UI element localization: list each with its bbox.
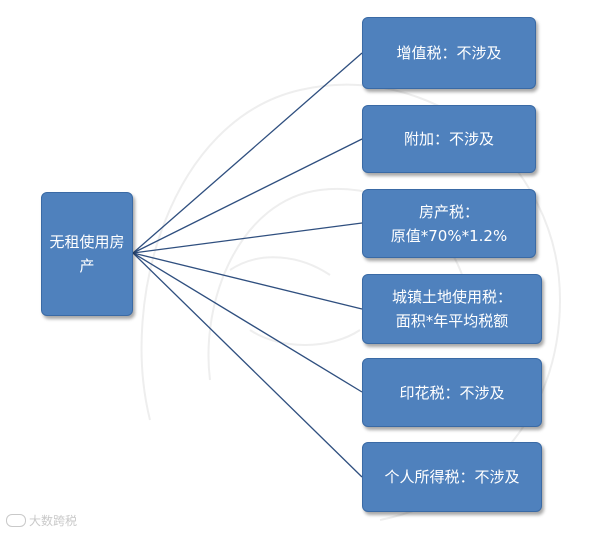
root-node-line-1: 无租使用房 xyxy=(49,233,125,251)
branch-node-stamp-duty-label: 印花税：不涉及 xyxy=(399,383,505,402)
root-node: 无租使用房 产 xyxy=(41,192,133,316)
connector-line-4 xyxy=(132,252,363,310)
branch-node-income-tax-label: 个人所得税：不涉及 xyxy=(384,468,520,486)
connector-line-6 xyxy=(132,252,363,478)
connector-line-3 xyxy=(132,222,363,254)
branch-node-land-use-tax-formula: 面积*年平均税额 xyxy=(395,312,509,330)
watermark-text: 大数跨税 xyxy=(29,514,78,528)
branch-node-land-use-tax: 城镇土地使用税： 面积*年平均税额 xyxy=(362,274,542,344)
branch-node-property-tax-title: 房产税： xyxy=(418,202,479,221)
root-node-line-2: 产 xyxy=(79,257,95,275)
branch-node-surcharge: 附加：不涉及 xyxy=(362,105,536,173)
branch-node-property-tax-formula: 原值*70%*1.2% xyxy=(390,226,508,245)
connector-line-1 xyxy=(132,52,363,254)
branch-node-income-tax: 个人所得税：不涉及 xyxy=(362,442,542,512)
branch-node-vat: 增值税：不涉及 xyxy=(362,17,536,89)
connector-line-2 xyxy=(132,138,363,254)
branch-node-vat-label: 增值税：不涉及 xyxy=(396,44,502,62)
watermark: 大数跨税 xyxy=(6,512,77,529)
watermark-logo-icon xyxy=(6,514,26,527)
branch-node-property-tax: 房产税： 原值*70%*1.2% xyxy=(362,189,536,258)
branch-node-stamp-duty: 印花税：不涉及 xyxy=(362,358,542,427)
branch-node-land-use-tax-title: 城镇土地使用税： xyxy=(391,288,512,306)
connector-line-5 xyxy=(132,252,363,393)
branch-node-surcharge-label: 附加：不涉及 xyxy=(403,130,494,148)
